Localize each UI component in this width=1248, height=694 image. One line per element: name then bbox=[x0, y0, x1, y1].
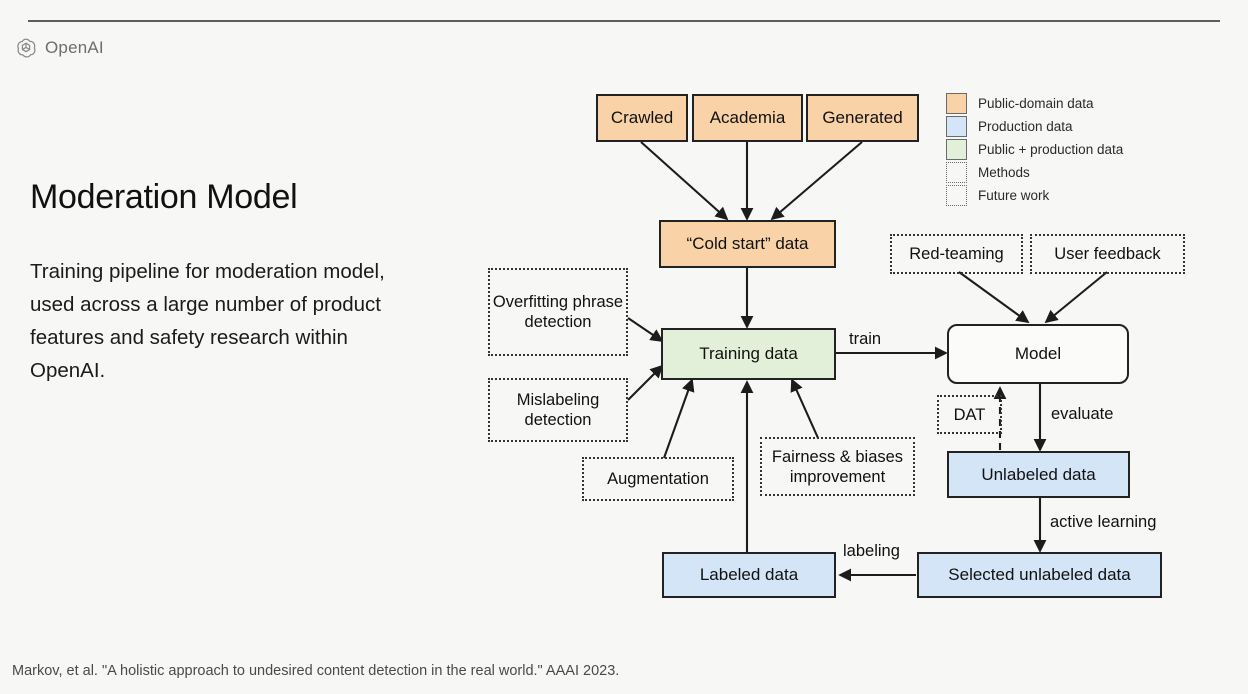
legend-item-methods: Methods bbox=[946, 161, 1123, 184]
node-label: User feedback bbox=[1054, 245, 1161, 263]
node-label: Mislabeling detection bbox=[516, 391, 600, 429]
legend-swatch-icon bbox=[946, 162, 967, 183]
slide-description: Training pipeline for moderation model, … bbox=[30, 260, 385, 382]
legend-label: Methods bbox=[978, 165, 1030, 180]
node-training-data[interactable]: Training data bbox=[661, 328, 836, 380]
node-overfitting-phrase-detection[interactable]: Overfitting phrase detection bbox=[488, 268, 628, 356]
legend: Public-domain data Production data Publi… bbox=[946, 92, 1123, 207]
legend-label: Future work bbox=[978, 188, 1050, 203]
node-dat[interactable]: DAT bbox=[937, 395, 1002, 434]
node-augmentation[interactable]: Augmentation bbox=[582, 457, 734, 501]
legend-swatch-icon bbox=[946, 185, 967, 206]
node-label: “Cold start” data bbox=[686, 234, 809, 253]
legend-swatch-icon bbox=[946, 116, 967, 137]
node-unlabeled-data[interactable]: Unlabeled data bbox=[947, 451, 1130, 498]
node-label: Fairness & biases improvement bbox=[771, 447, 904, 486]
openai-logo-icon bbox=[14, 36, 38, 60]
legend-swatch-icon bbox=[946, 93, 967, 114]
legend-item-public-plus-production-data: Public + production data bbox=[946, 138, 1123, 161]
node-label: Selected unlabeled data bbox=[948, 565, 1131, 584]
node-mislabeling-detection[interactable]: Mislabeling detection bbox=[488, 378, 628, 442]
header-divider bbox=[28, 20, 1220, 22]
node-red-teaming[interactable]: Red-teaming bbox=[890, 234, 1023, 274]
node-label: Model bbox=[1014, 344, 1062, 363]
node-crawled[interactable]: Crawled bbox=[596, 94, 688, 142]
legend-item-public-domain-data: Public-domain data bbox=[946, 92, 1123, 115]
node-cold-start-data[interactable]: “Cold start” data bbox=[659, 220, 836, 268]
legend-label: Public + production data bbox=[978, 142, 1124, 157]
node-user-feedback[interactable]: User feedback bbox=[1030, 234, 1185, 274]
node-generated[interactable]: Generated bbox=[806, 94, 919, 142]
node-label: Red-teaming bbox=[909, 245, 1004, 263]
edge-label-active-learning: active learning bbox=[1050, 513, 1157, 531]
node-label: Academia bbox=[709, 108, 786, 127]
page-title: Moderation Model bbox=[30, 178, 298, 216]
node-label: Crawled bbox=[610, 108, 674, 127]
legend-label: Production data bbox=[978, 119, 1073, 134]
node-selected-unlabeled-data[interactable]: Selected unlabeled data bbox=[917, 552, 1162, 598]
brand: OpenAI bbox=[14, 36, 104, 60]
node-model[interactable]: Model bbox=[947, 324, 1129, 384]
node-label: Unlabeled data bbox=[981, 464, 1096, 484]
legend-item-production-data: Production data bbox=[946, 115, 1123, 138]
node-fairness-biases-improvement[interactable]: Fairness & biases improvement bbox=[760, 437, 915, 496]
node-label: Augmentation bbox=[607, 470, 709, 488]
edge-label-labeling: labeling bbox=[843, 542, 900, 560]
node-labeled-data[interactable]: Labeled data bbox=[662, 552, 836, 598]
node-academia[interactable]: Academia bbox=[692, 94, 803, 142]
node-label: Labeled data bbox=[699, 565, 799, 584]
edge-label-evaluate: evaluate bbox=[1051, 405, 1114, 423]
brand-name: OpenAI bbox=[45, 38, 104, 57]
legend-item-future-work: Future work bbox=[946, 184, 1123, 207]
legend-label: Public-domain data bbox=[978, 96, 1094, 111]
node-label: Training data bbox=[699, 344, 798, 363]
node-label: DAT bbox=[953, 405, 986, 424]
node-label: Generated bbox=[822, 108, 903, 127]
citation: Markov, et al. "A holistic approach to u… bbox=[12, 663, 620, 679]
edge-label-train: train bbox=[849, 330, 882, 348]
node-label: Overfitting phrase detection bbox=[492, 293, 624, 331]
legend-swatch-icon bbox=[946, 139, 967, 160]
